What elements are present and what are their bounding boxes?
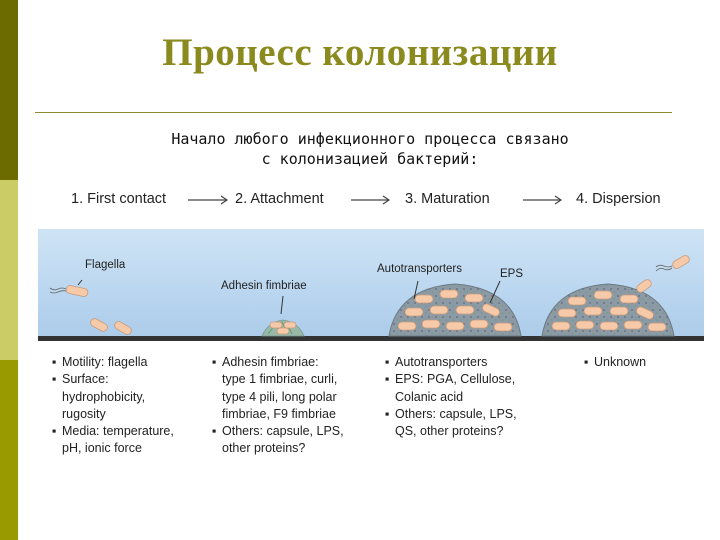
arrow-3-icon: [523, 195, 563, 205]
label-flagella: Flagella: [85, 259, 126, 271]
sidebar-decoration: [0, 0, 18, 540]
bacterium-icon: [114, 321, 132, 335]
list-item: ▪Media: temperature,: [52, 423, 174, 440]
column-dispersion: ▪Unknown: [584, 354, 646, 371]
flagellated-bacterium-icon: [49, 285, 89, 297]
square-bullet-icon: ▪: [52, 424, 57, 439]
stage-first-contact: [49, 279, 132, 335]
slide-subtitle: Начало любого инфекционного процесса свя…: [90, 129, 650, 169]
list-item-continuation: type 4 pili, long polar: [222, 389, 337, 404]
subtitle-line-1: Начало любого инфекционного процесса свя…: [171, 130, 569, 148]
biofilm-bacteria: [551, 290, 667, 332]
pointer-line: [413, 280, 419, 300]
list-item: ▪Autotransporters: [385, 354, 517, 371]
list-item: ▪Others: capsule, LPS,: [212, 423, 344, 440]
list-item: ▪Surface:: [52, 371, 174, 388]
sidebar-block-mid: [0, 360, 18, 540]
square-bullet-icon: ▪: [212, 355, 217, 369]
label-adhesin-fimbriae: Adhesin fimbriae: [221, 280, 307, 292]
list-item-continuation: fimbriae, F9 fimbriae: [222, 406, 336, 421]
list-item-continuation: type 1 fimbriae, curli,: [222, 372, 338, 387]
slide-title: Процесс колонизации: [162, 31, 558, 74]
sidebar-block-dark: [0, 0, 18, 180]
step-first-contact: 1. First contact: [71, 191, 167, 207]
list-item-continuation: rugosity: [62, 406, 106, 421]
arrow-2-icon: [351, 195, 391, 205]
list-item-continuation: hydrophobicity,: [62, 389, 146, 404]
sidebar-block-light: [0, 180, 18, 360]
list-item: ▪EPS: PGA, Cellulose,: [385, 371, 517, 388]
square-bullet-icon: ▪: [52, 355, 57, 369]
list-item: ▪Motility: flagella: [52, 354, 174, 371]
title-divider: [35, 112, 672, 113]
surface-line: [38, 336, 704, 341]
list-item-continuation: QS, other proteins?: [395, 424, 504, 439]
label-autotransporters: Autotransporters: [377, 263, 463, 275]
dispersing-bacteria: [636, 255, 690, 293]
biofilm-bacteria: [397, 289, 513, 332]
square-bullet-icon: ▪: [52, 372, 57, 387]
list-item-continuation: other proteins?: [222, 441, 306, 456]
stage-attachment: [261, 295, 305, 337]
column-maturation: ▪Autotransporters ▪EPS: PGA, Cellulose, …: [385, 354, 517, 440]
step-dispersion: 4. Dispersion: [576, 191, 661, 207]
arrow-1-icon: [188, 195, 229, 205]
step-maturation: 3. Maturation: [405, 191, 490, 207]
column-first-contact: ▪Motility: flagella ▪Surface: hydrophobi…: [52, 354, 174, 458]
square-bullet-icon: ▪: [584, 355, 589, 369]
list-item: ▪Adhesin fimbriae:: [212, 354, 344, 371]
list-item: ▪Others: capsule, LPS,: [385, 406, 517, 423]
subtitle-line-2: с колонизацией бактерий:: [261, 150, 479, 168]
list-item-continuation: pH, ionic force: [62, 441, 142, 456]
square-bullet-icon: ▪: [385, 406, 390, 421]
square-bullet-icon: ▪: [385, 372, 390, 387]
column-attachment: ▪Adhesin fimbriae: type 1 fimbriae, curl…: [212, 354, 344, 458]
square-bullet-icon: ▪: [212, 424, 217, 439]
step-attachment: 2. Attachment: [235, 191, 324, 207]
list-item-continuation: Colanic acid: [395, 389, 464, 404]
pointer-line: [280, 295, 284, 315]
bacterium-icon: [90, 318, 108, 332]
label-eps: EPS: [500, 268, 524, 280]
stage-dispersion: [541, 255, 690, 337]
pointer-line: [489, 280, 501, 304]
list-item: ▪Unknown: [584, 354, 646, 371]
pointer-line: [77, 279, 83, 286]
square-bullet-icon: ▪: [385, 355, 390, 369]
stage-maturation: [388, 280, 522, 337]
